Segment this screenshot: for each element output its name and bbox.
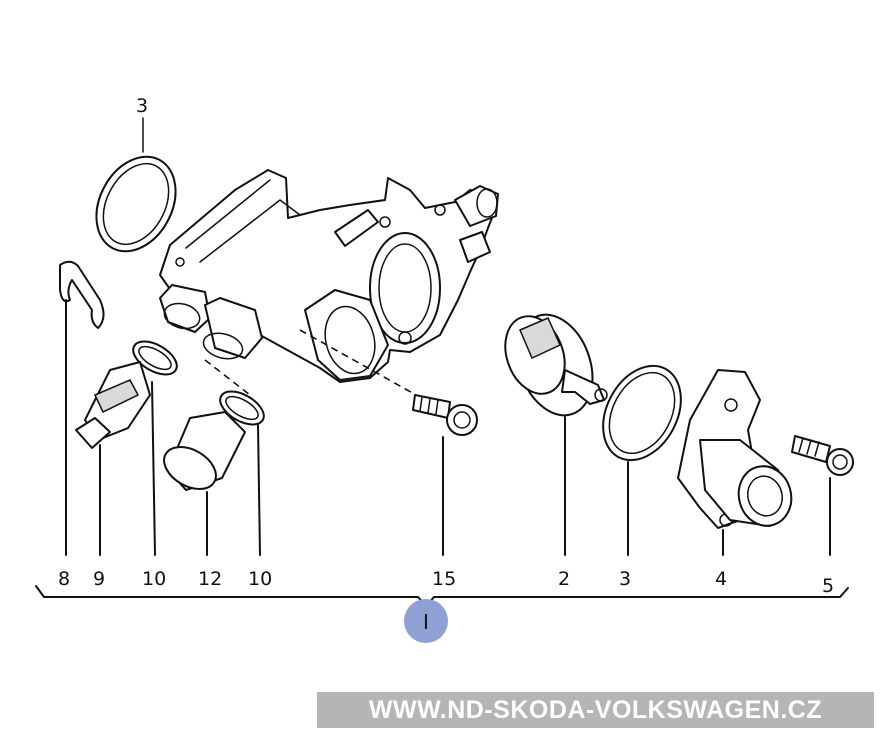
callout-5: 5 bbox=[822, 575, 834, 597]
watermark-banner: WWW.ND-SKODA-VOLKSWAGEN.CZ bbox=[317, 692, 874, 728]
seal-ring-thermostat bbox=[602, 364, 682, 556]
callout-10-right: 10 bbox=[248, 568, 272, 590]
callout-15: 15 bbox=[432, 568, 456, 590]
group-marker-label: I bbox=[423, 610, 429, 634]
group-marker-circle[interactable] bbox=[404, 599, 448, 643]
thermostat bbox=[504, 313, 608, 556]
callout-12: 12 bbox=[198, 568, 222, 590]
coolant-flange-housing bbox=[159, 169, 499, 383]
group-marker[interactable]: I bbox=[404, 599, 448, 643]
bolt-5 bbox=[791, 435, 854, 556]
seal-ring-top bbox=[95, 117, 177, 253]
bolt-15 bbox=[412, 394, 478, 556]
callout-4: 4 bbox=[715, 568, 727, 590]
seal-ring-left bbox=[132, 340, 178, 556]
callout-10-left: 10 bbox=[142, 568, 166, 590]
coolant-connector bbox=[677, 369, 793, 556]
callout-9: 9 bbox=[93, 568, 105, 590]
callout-8: 8 bbox=[58, 568, 70, 590]
callout-3-right: 3 bbox=[619, 568, 631, 590]
sealing-plug bbox=[163, 411, 246, 556]
retaining-clip bbox=[59, 260, 105, 556]
temperature-sender bbox=[75, 361, 151, 556]
callout-top-seal: 3 bbox=[136, 95, 148, 117]
seal-ring-right bbox=[219, 390, 265, 556]
assembly-line-seal bbox=[204, 359, 251, 396]
callout-2: 2 bbox=[558, 568, 570, 590]
